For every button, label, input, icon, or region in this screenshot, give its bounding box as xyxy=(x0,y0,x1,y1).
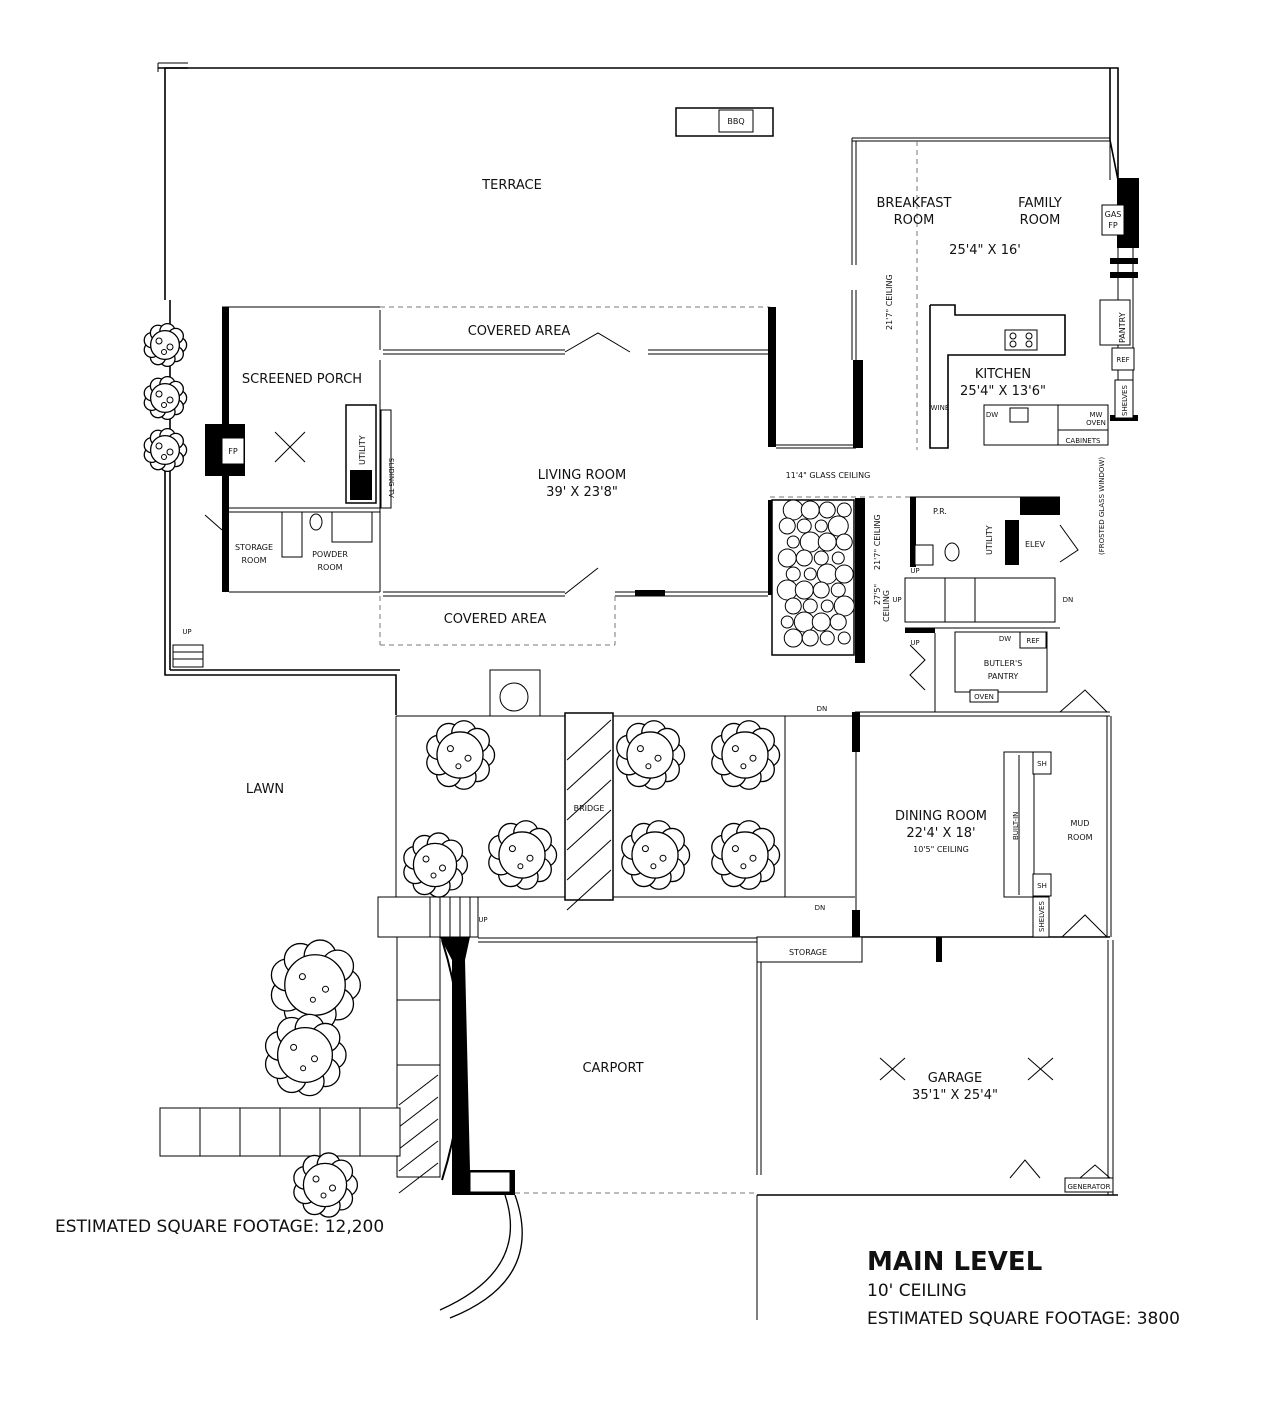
dining-room-label: DINING ROOM xyxy=(895,809,987,824)
kitchen-dims: 25'4" X 13'6" xyxy=(960,384,1046,399)
bridge-label: BRIDGE xyxy=(574,804,605,813)
storage-room-label: STORAGE xyxy=(235,543,273,552)
mw-oven-label: OVEN xyxy=(1086,419,1106,427)
up-1: UP xyxy=(910,567,919,575)
oven-butler: OVEN xyxy=(974,693,994,701)
kitchen-counters xyxy=(929,304,1109,449)
bbq-counter: BBQ xyxy=(675,107,774,137)
garage-label: GARAGE xyxy=(928,1071,982,1086)
glass-ceiling-label: 11'4" GLASS CEILING xyxy=(786,471,871,480)
up-2: UP xyxy=(892,596,901,604)
living-room-label: LIVING ROOM xyxy=(538,468,626,483)
core-utility-label: UTILITY xyxy=(985,525,994,555)
core-walls xyxy=(855,496,1079,663)
sliding-tv-label: SLIDING TV xyxy=(387,458,395,498)
screened-porch-walls xyxy=(204,306,392,593)
mw-label: MW xyxy=(1090,411,1103,419)
family-room-label: ROOM xyxy=(1020,213,1061,228)
powder-room-label-2: ROOM xyxy=(317,563,342,572)
garage-dims: 35'1" X 25'4" xyxy=(912,1088,998,1103)
shelves-mud: SHELVES xyxy=(1038,901,1046,932)
pr-label: P.R. xyxy=(933,507,947,516)
ceiling-275-b: CEILING xyxy=(882,590,891,622)
dining-room-walls xyxy=(852,689,1112,962)
sh-1: SH xyxy=(1037,760,1047,768)
built-in-label: BUILT-IN xyxy=(1012,812,1020,840)
butlers-pantry-walls xyxy=(855,627,1110,717)
ref-kitchen-label: REF xyxy=(1116,356,1129,364)
dining-ceiling: 10'5" CEILING xyxy=(913,845,969,854)
main-level-title: MAIN LEVEL xyxy=(867,1247,1042,1277)
dw-butler: DW xyxy=(999,635,1011,643)
storage-room-label-2: ROOM xyxy=(241,556,266,565)
frosted-label: (FROSTED GLASS WINDOW) xyxy=(1098,457,1106,555)
pantry-block xyxy=(1099,299,1135,419)
mud-label: MUD xyxy=(1071,819,1090,828)
porch-utility-label: UTILITY xyxy=(358,435,367,465)
up-carport: UP xyxy=(478,916,487,924)
carport-walls xyxy=(159,896,1118,1320)
terrace-label: TERRACE xyxy=(481,178,542,193)
dn-stair: DN xyxy=(1063,596,1074,604)
est-total: ESTIMATED SQUARE FOOTAGE: 12,200 xyxy=(55,1217,384,1237)
gas-fp-label: FP xyxy=(1108,221,1118,230)
courtyard xyxy=(395,669,855,911)
family-label: FAMILY xyxy=(1018,196,1062,211)
lawn-steps xyxy=(172,644,204,668)
screened-porch-label: SCREENED PORCH xyxy=(242,372,362,387)
cabinets-label: CABINETS xyxy=(1066,437,1101,445)
generator-label: GENERATOR xyxy=(1068,1183,1111,1191)
butlers-label: BUTLER'S xyxy=(984,659,1023,668)
stone-wall xyxy=(771,499,855,656)
elev-label: ELEV xyxy=(1025,540,1046,549)
dining-dims: 22'4' X 18' xyxy=(906,826,975,841)
ceiling-217-a: 21'7" CEILING xyxy=(885,274,894,330)
pantry-label: PANTRY xyxy=(1118,312,1127,343)
powder-room-label: POWDER xyxy=(312,550,348,559)
covered-area-bottom-label: COVERED AREA xyxy=(444,612,547,627)
main-ceiling: 10' CEILING xyxy=(867,1281,967,1301)
breakfast-label: BREAKFAST xyxy=(877,196,952,211)
dn-top: DN xyxy=(817,705,828,713)
ceiling-217-b: 21'7" CEILING xyxy=(873,514,882,570)
lawn-label: LAWN xyxy=(246,782,284,797)
butlers-label-2: PANTRY xyxy=(988,672,1019,681)
ceiling-275: 27'5" xyxy=(873,584,882,605)
storage-small-label: STORAGE xyxy=(789,948,827,957)
shelves-kitchen-label: SHELVES xyxy=(1121,385,1129,416)
dn-bottom: DN xyxy=(815,904,826,912)
mud-room-label: ROOM xyxy=(1067,833,1092,842)
up-3: UP xyxy=(910,639,919,647)
bbq-label: BBQ xyxy=(727,117,744,126)
dw-kitchen-label: DW xyxy=(986,411,998,419)
ref-butler: REF xyxy=(1026,637,1039,645)
breakfast-room-label: ROOM xyxy=(894,213,935,228)
trees xyxy=(143,322,781,1218)
up-lawn: UP xyxy=(182,628,191,636)
kitchen-label: KITCHEN xyxy=(975,367,1031,382)
family-dims: 25'4" X 16' xyxy=(949,243,1021,258)
carport-label: CARPORT xyxy=(582,1061,643,1076)
est-main: ESTIMATED SQUARE FOOTAGE: 3800 xyxy=(867,1309,1180,1329)
porch-fp-label: FP xyxy=(228,447,238,456)
wine-label: WINE xyxy=(931,404,950,412)
living-dims: 39' X 23'8" xyxy=(546,485,618,500)
gas-label: GAS xyxy=(1105,210,1122,219)
family-room-walls xyxy=(851,137,1139,450)
covered-area-top-label: COVERED AREA xyxy=(468,324,571,339)
sh-2: SH xyxy=(1037,882,1047,890)
